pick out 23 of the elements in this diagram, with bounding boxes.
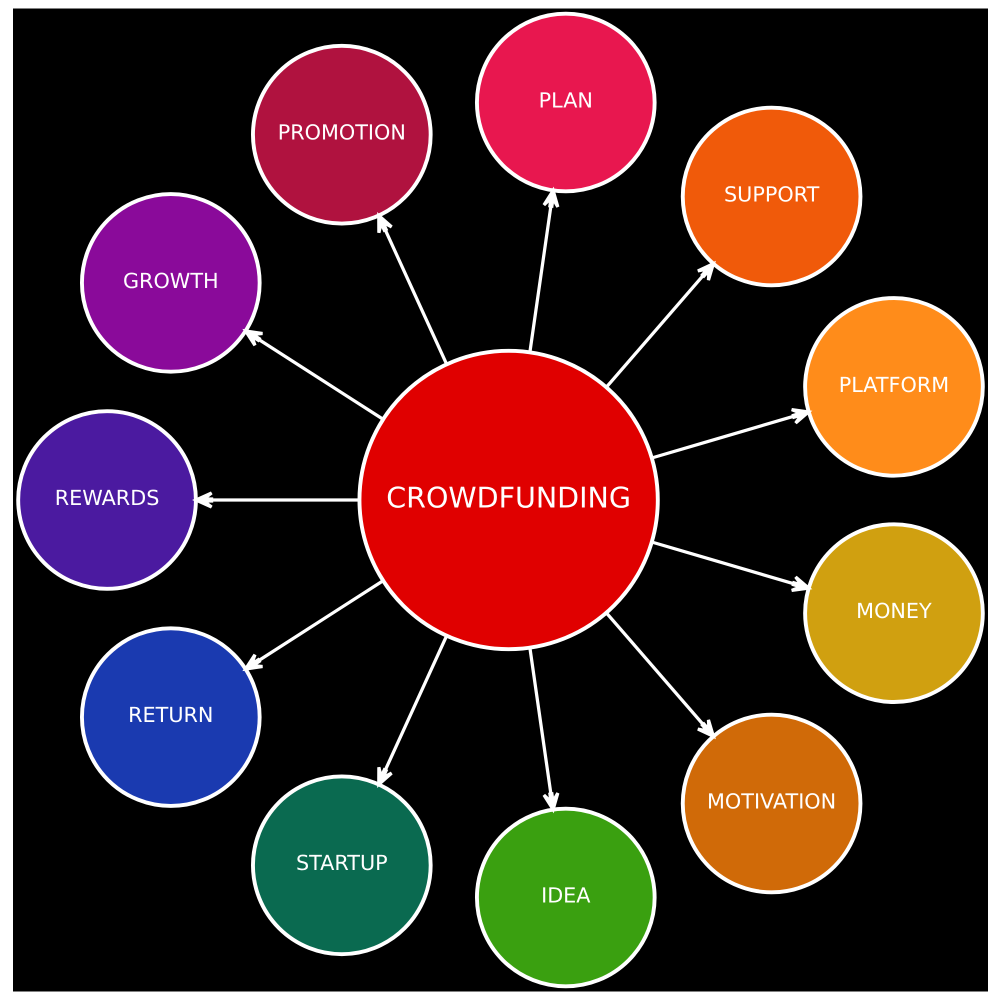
node-circle: STARTUP [250, 774, 432, 956]
arrow [604, 262, 714, 388]
node-circle: RETURN [80, 626, 262, 808]
arrow [194, 491, 359, 509]
arrow [376, 635, 448, 786]
node-circle: IDEA [474, 806, 656, 988]
node-circle: MOTIVATION [680, 712, 862, 894]
arrow [528, 188, 559, 352]
arrow [244, 329, 384, 421]
node-circle: REWARDS [16, 409, 198, 591]
arrow [604, 612, 714, 738]
node-circle: MONEY [802, 522, 984, 704]
arrow [376, 214, 448, 365]
node-circle: CROWDFUNDING [357, 348, 660, 652]
arrow [528, 648, 559, 812]
node-circle: PLAN [474, 12, 656, 194]
arrow [244, 579, 384, 671]
arrow [651, 408, 810, 460]
node-circle: PROMOTION [250, 44, 432, 226]
node-circle: GROWTH [80, 192, 262, 374]
node-circle: SUPPORT [680, 106, 862, 288]
node-circle: PLATFORM [802, 296, 984, 478]
arrow [651, 540, 810, 592]
